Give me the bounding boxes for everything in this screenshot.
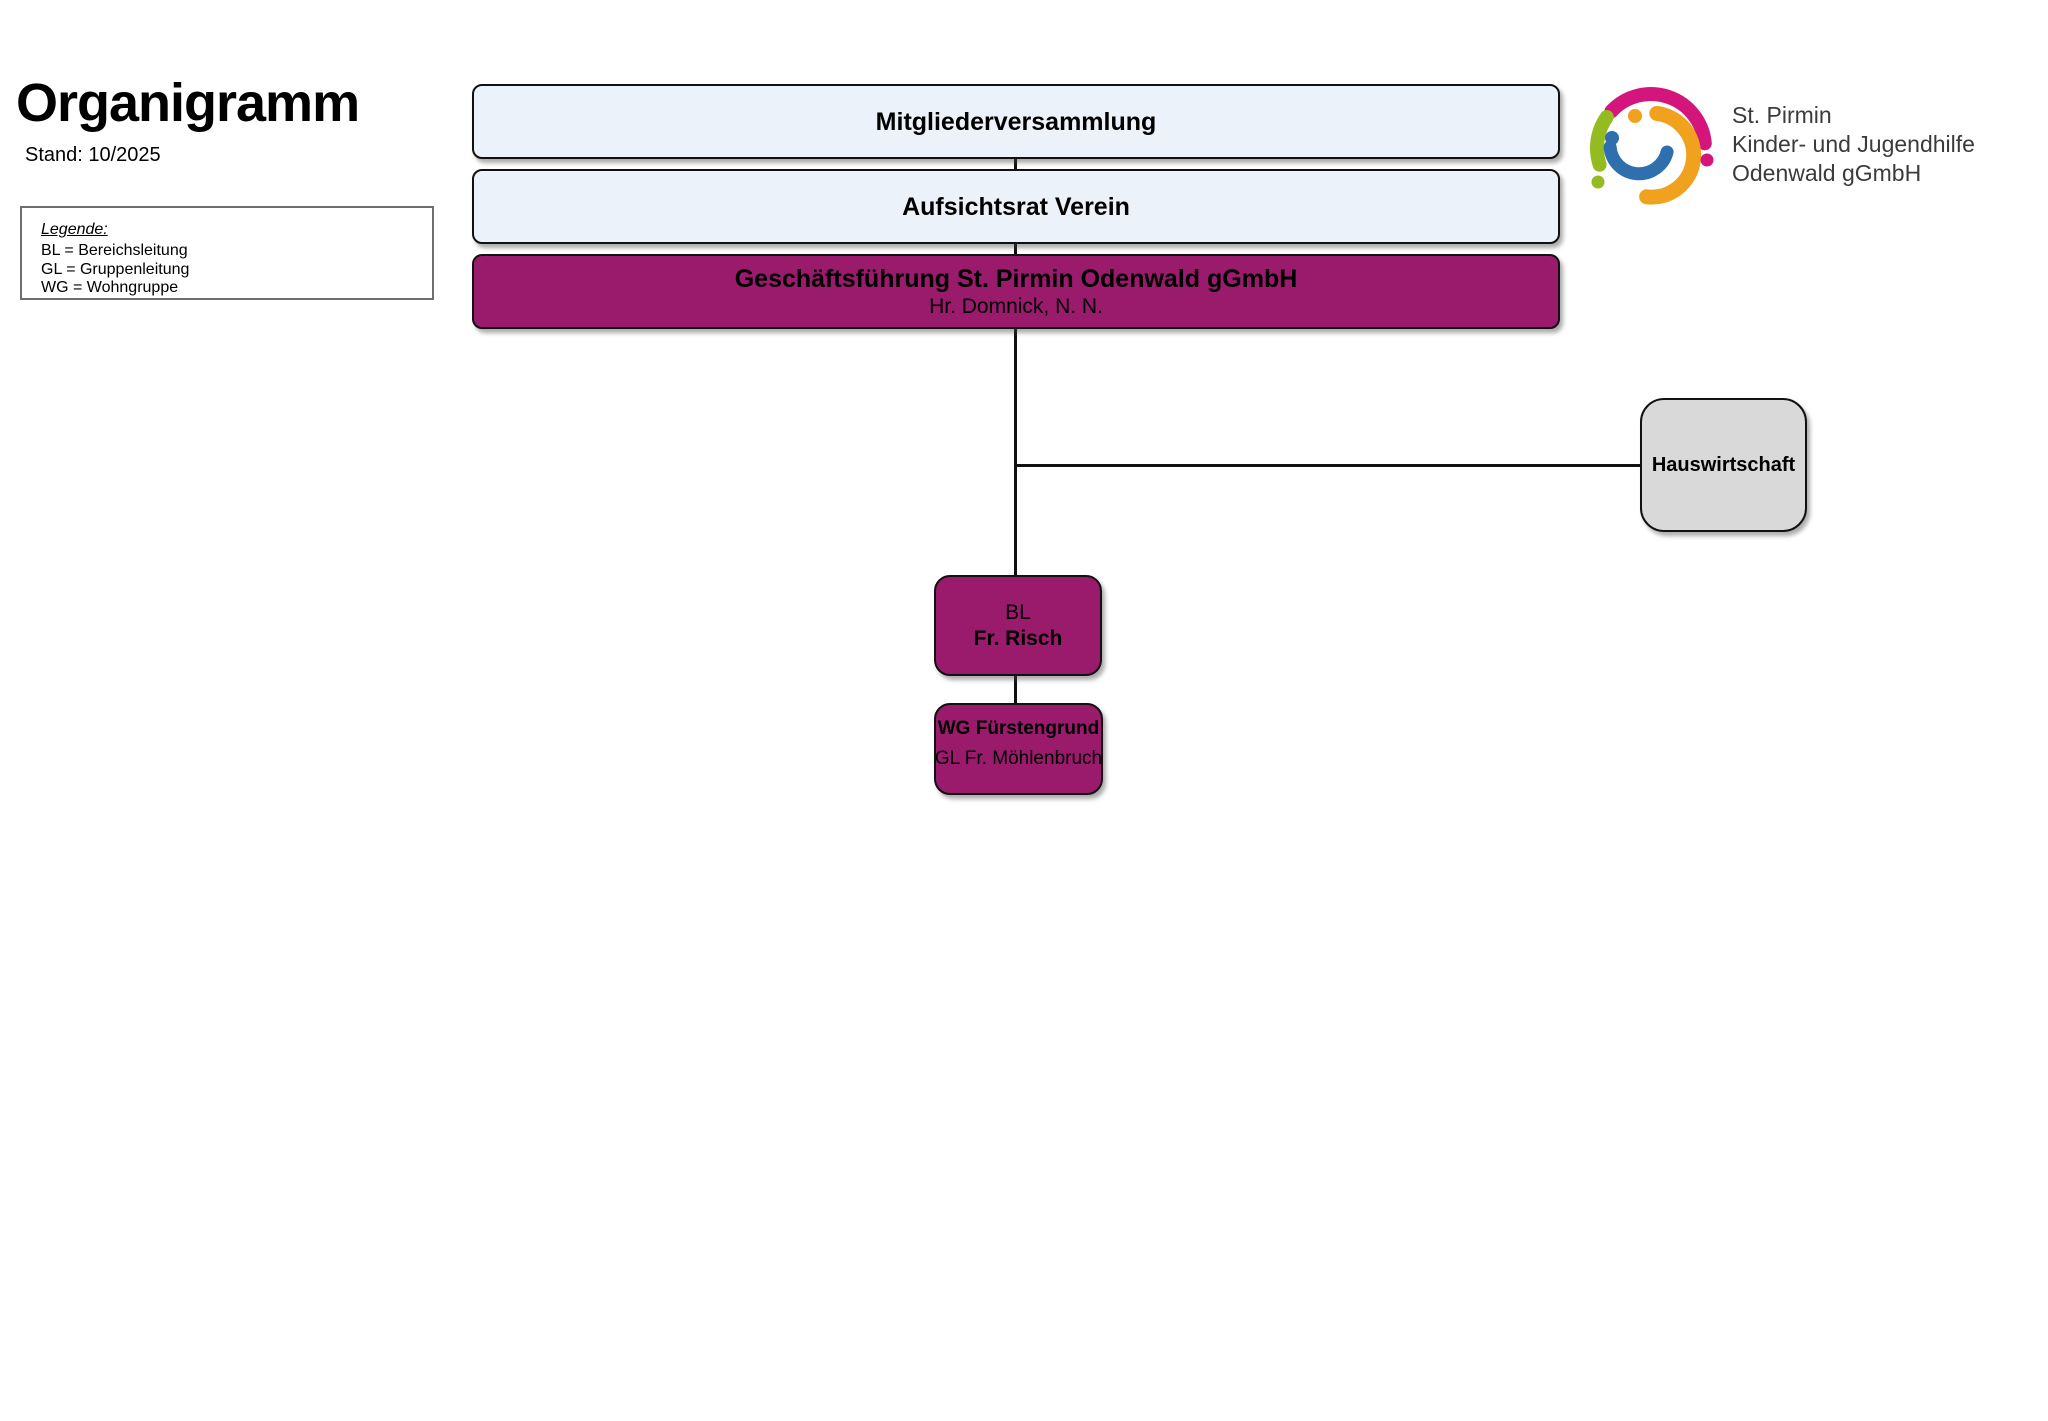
connector-branch-hauswirtschaft xyxy=(1014,464,1641,467)
legend-item-bl: BL = Bereichsleitung xyxy=(41,242,188,259)
node-bereichsleitung-role: BL xyxy=(1005,600,1031,624)
company-name-line1: St. Pirmin xyxy=(1732,102,1832,128)
connector-mitglieder-aufsichtsrat xyxy=(1014,159,1017,170)
node-hauswirtschaft: Hauswirtschaft xyxy=(1640,398,1807,532)
company-logo-icon xyxy=(1589,87,1714,205)
legend-item-wg: WG = Wohngruppe xyxy=(41,279,179,296)
page-title: Organigramm xyxy=(16,73,360,133)
connector-bl-wg xyxy=(1014,676,1017,704)
node-geschaeftsfuehrung-person: Hr. Domnick, N. N. xyxy=(929,295,1103,318)
legend-box: Legende: BL = Bereichsleitung GL = Grupp… xyxy=(20,206,434,300)
connector-aufsichtsrat-geschaeftsfuehrung xyxy=(1014,244,1017,255)
node-mitgliederversammlung: Mitgliederversammlung xyxy=(472,84,1560,159)
node-hauswirtschaft-title: Hauswirtschaft xyxy=(1651,454,1796,476)
node-geschaeftsfuehrung: Geschäftsführung St. Pirmin Odenwald gGm… xyxy=(472,254,1560,329)
node-wg-fuerstengrund: WG Fürstengrund GL Fr. Möhlenbruch xyxy=(934,703,1103,795)
date-label: Stand: 10/2025 xyxy=(25,144,161,166)
node-mitgliederversammlung-title: Mitgliederversammlung xyxy=(875,107,1157,136)
node-aufsichtsrat-verein: Aufsichtsrat Verein xyxy=(472,169,1560,244)
node-wg-fuerstengrund-person: GL Fr. Möhlenbruch xyxy=(934,748,1103,769)
legend-item-gl: GL = Gruppenleitung xyxy=(41,260,190,278)
company-name-line2: Kinder- und Jugendhilfe xyxy=(1732,131,1975,157)
node-wg-fuerstengrund-title: WG Fürstengrund xyxy=(937,718,1100,739)
company-logo-text: St. Pirmin Kinder- und Jugendhilfe Odenw… xyxy=(1732,101,1975,188)
company-name-line3: Odenwald gGmbH xyxy=(1732,160,1922,186)
connector-geschaeftsfuehrung-bl xyxy=(1014,329,1017,576)
node-bereichsleitung-person: Fr. Risch xyxy=(973,626,1063,650)
node-geschaeftsfuehrung-title: Geschäftsführung St. Pirmin Odenwald gGm… xyxy=(734,265,1298,293)
node-bereichsleitung: BL Fr. Risch xyxy=(934,575,1102,676)
legend-heading: Legende: xyxy=(41,221,108,238)
node-aufsichtsrat-title: Aufsichtsrat Verein xyxy=(902,192,1130,221)
